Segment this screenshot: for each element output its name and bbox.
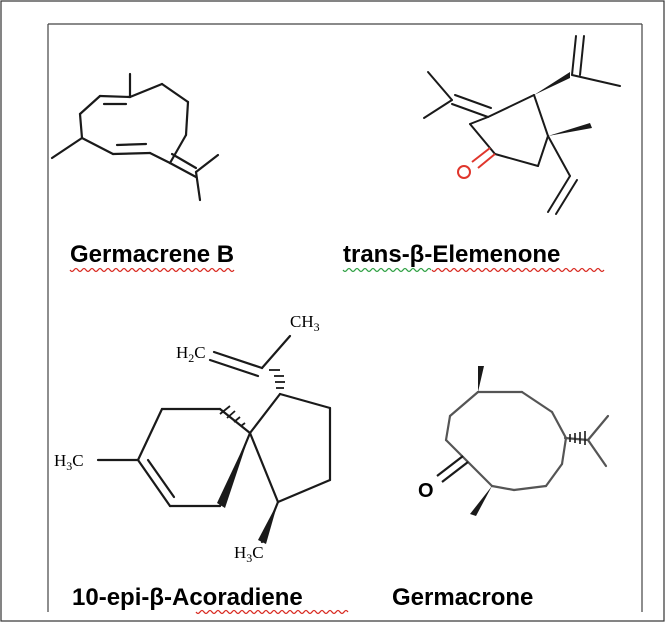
inner-frame [47,23,643,612]
solid-wedge [470,486,492,516]
hashed-wedges [219,369,285,427]
spellcheck-underline [195,609,349,615]
solid-wedge [258,502,278,544]
germacrone-structure [444,390,610,492]
germacrone-name: Germacrone [392,584,533,611]
acoradiene-name: 10-epi-β-Acoradiene [72,584,303,611]
atom-label-ch3: CH3 [290,312,320,334]
atom-label-h2c: H2C [176,343,206,365]
germacrene-b-structure [50,72,220,202]
spellcheck-underline [342,267,432,273]
ketone-double-bond [457,147,496,179]
germacrone-carbonyl [436,455,469,483]
solid-wedge [217,433,250,508]
solid-wedge [478,366,484,392]
trans-beta-elemenone-name: trans-β-Elemenone [343,241,560,268]
oxygen-label: O [418,480,434,502]
oxygen-atom [457,165,471,179]
trans-beta-elemenone-structure [423,35,621,215]
spellcheck-underline [69,267,235,273]
hashed-wedge [569,431,586,445]
spellcheck-underline [431,267,605,273]
germacrene-b-name: Germacrene B [70,241,234,268]
atom-label-h3c: H3C [234,543,264,565]
atom-label-h3c: H3C [54,451,84,473]
acoradiene-structure [96,334,332,544]
